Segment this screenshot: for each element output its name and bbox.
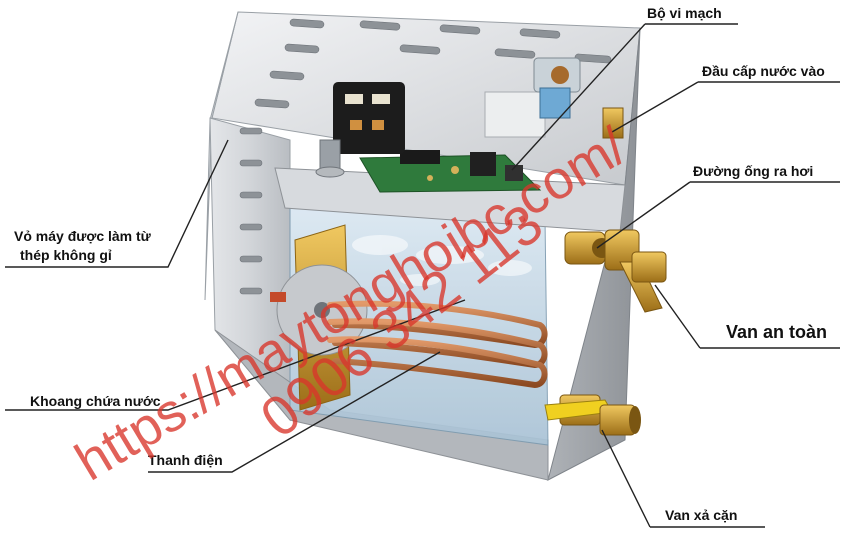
leader-heating-element — [148, 351, 441, 473]
leader-safety-valve — [654, 284, 840, 349]
steam-generator-body — [204, 11, 667, 481]
label-circuit-board: Bộ vi mạch — [647, 5, 722, 21]
right-side-panel — [547, 27, 641, 481]
left-slope-panel — [204, 11, 239, 301]
label-drain-valve: Van xả cặn — [665, 507, 738, 523]
left-fitting — [270, 292, 286, 302]
leader-lines — [5, 23, 840, 528]
board-components — [400, 150, 523, 181]
heating-element — [327, 300, 548, 389]
leader-drain-valve — [601, 429, 765, 528]
leader-circuit-board — [511, 23, 738, 171]
solenoid-valve — [533, 57, 581, 119]
label-shell-line2: thép không gỉ — [20, 247, 112, 263]
junction-box — [484, 91, 546, 138]
pressure-switch — [315, 139, 345, 178]
label-safety-valve: Van an toàn — [726, 322, 828, 342]
leader-water-inlet — [611, 81, 840, 133]
leader-shell — [5, 139, 229, 268]
water-inlet-fitting — [602, 107, 624, 139]
label-steam-outlet: Đường ống ra hơi — [693, 163, 814, 179]
safety-valve — [604, 229, 667, 313]
contactor — [333, 82, 405, 154]
top-vents — [254, 18, 612, 109]
leader-water-chamber — [5, 299, 466, 411]
label-water-chamber: Khoang chứa nước — [30, 393, 161, 409]
label-water-inlet: Đầu cấp nước vào — [702, 63, 825, 79]
label-shell-line1: Vỏ máy được làm từ — [14, 228, 151, 244]
leader-steam-outlet — [596, 181, 840, 249]
drain-valve — [544, 394, 641, 436]
label-heating-element: Thanh điện — [148, 452, 223, 468]
water-splash — [352, 235, 532, 286]
front-vents — [239, 127, 263, 295]
